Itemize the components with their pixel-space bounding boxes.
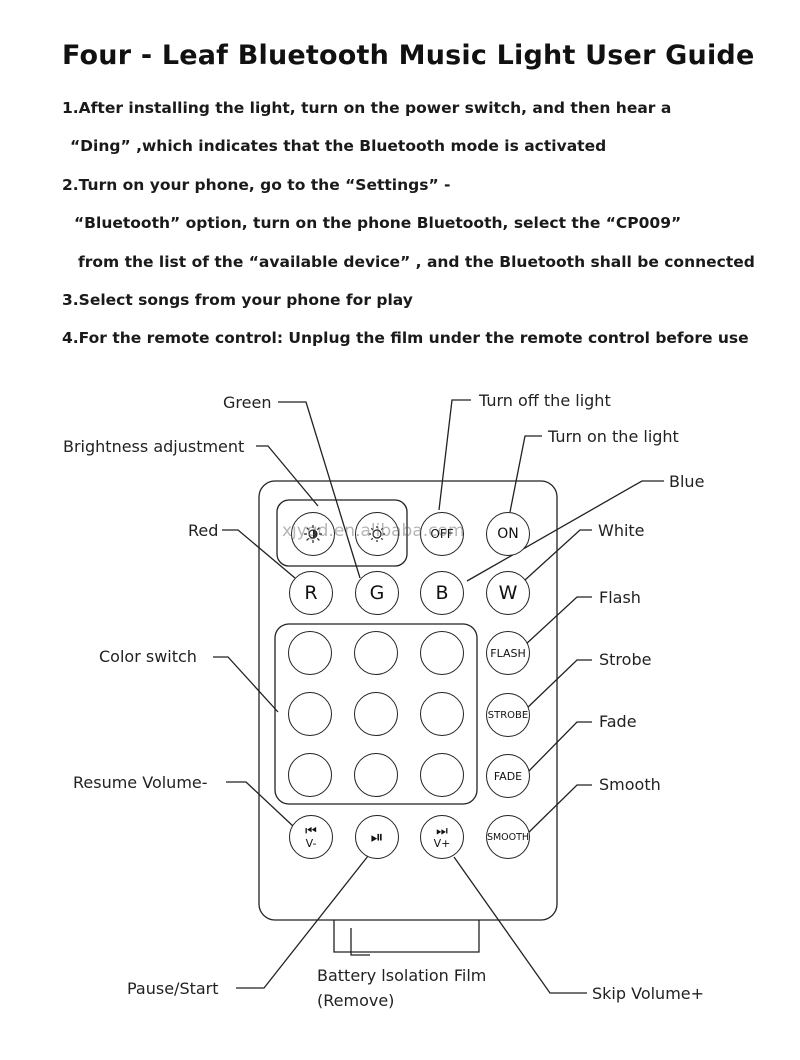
label-turn-on-light: Turn on the light <box>548 427 679 446</box>
label-color-switch: Color switch <box>99 647 197 666</box>
leader-strobe <box>524 659 592 711</box>
leader-fade <box>524 721 592 776</box>
play-pause-icon: ⏯ <box>370 827 384 846</box>
leader-red <box>222 529 296 579</box>
previous-icon: ⏮ <box>305 824 317 839</box>
step-3: 3.Select songs from your phone for play <box>62 291 413 309</box>
leader-resume-volume <box>226 781 295 828</box>
strobe-button[interactable]: STROBE <box>486 693 530 737</box>
sun-bright-icon <box>304 525 322 543</box>
blue-button[interactable]: B <box>420 571 464 615</box>
color-button[interactable] <box>288 692 332 736</box>
step-2-line-3: from the list of the “available device” … <box>78 253 755 271</box>
label-resume-volume: Resume Volume- <box>73 773 208 792</box>
label-white: White <box>598 521 645 540</box>
color-button[interactable] <box>420 753 464 797</box>
leader-color-switch <box>213 656 279 713</box>
color-button[interactable] <box>288 631 332 675</box>
smooth-button[interactable]: SMOOTH <box>486 815 530 859</box>
flash-button[interactable]: FLASH <box>486 631 530 675</box>
leader-battery-film <box>350 928 370 956</box>
next-volume-up-button[interactable]: ⏭ V+ <box>420 815 464 859</box>
sun-dim-icon <box>369 526 385 542</box>
leader-blue <box>466 480 664 582</box>
color-button[interactable] <box>420 692 464 736</box>
leader-flash <box>524 596 592 646</box>
brightness-group-outline <box>276 499 408 567</box>
color-switch-group-outline <box>274 623 478 805</box>
green-button[interactable]: G <box>355 571 399 615</box>
brightness-down-button[interactable] <box>355 512 399 556</box>
next-icon: ⏭ <box>436 824 448 839</box>
label-smooth: Smooth <box>599 775 661 794</box>
red-button[interactable]: R <box>289 571 333 615</box>
label-pause-start: Pause/Start <box>127 979 219 998</box>
step-4: 4.For the remote control: Unplug the fil… <box>62 329 749 347</box>
label-blue: Blue <box>669 472 705 491</box>
color-button[interactable] <box>354 753 398 797</box>
step-1-line-2: “Ding” ,which indicates that the Bluetoo… <box>70 137 607 155</box>
battery-film-tab <box>333 920 480 953</box>
leader-white <box>524 529 592 581</box>
step-2-line-2: “Bluetooth” option, turn on the phone Bl… <box>74 214 682 232</box>
color-button[interactable] <box>354 692 398 736</box>
label-green: Green <box>223 393 272 412</box>
color-button[interactable] <box>420 631 464 675</box>
label-strobe: Strobe <box>599 650 652 669</box>
leader-green <box>278 401 361 579</box>
remote-body-outline <box>258 480 558 921</box>
label-flash: Flash <box>599 588 641 607</box>
page-title: Four - Leaf Bluetooth Music Light User G… <box>62 40 755 71</box>
brightness-up-button[interactable] <box>291 512 335 556</box>
fade-button[interactable]: FADE <box>486 754 530 798</box>
step-1-line-1: 1.After installing the light, turn on th… <box>62 99 672 117</box>
leader-turn-on <box>509 435 542 513</box>
volume-up-text: V+ <box>433 837 451 850</box>
leader-skip-volume <box>453 856 587 994</box>
label-fade: Fade <box>599 712 637 731</box>
label-red: Red <box>188 521 219 540</box>
label-turn-off-light: Turn off the light <box>479 391 611 410</box>
label-brightness-adjustment: Brightness adjustment <box>63 437 245 456</box>
leader-smooth <box>524 784 592 837</box>
off-button[interactable]: OFF <box>420 512 464 556</box>
play-pause-button[interactable]: ⏯ <box>355 815 399 859</box>
leader-pause-start <box>236 855 369 989</box>
leader-brightness <box>256 445 319 507</box>
color-button[interactable] <box>354 631 398 675</box>
on-button[interactable]: ON <box>486 512 530 556</box>
label-battery-film: Battery lsolation Film <box>317 966 487 985</box>
step-2-line-1: 2.Turn on your phone, go to the “Setting… <box>62 176 451 194</box>
color-button[interactable] <box>288 753 332 797</box>
leader-turn-off <box>438 399 471 511</box>
label-battery-film-remove: (Remove) <box>317 991 395 1010</box>
previous-volume-down-button[interactable]: ⏮ V- <box>289 815 333 859</box>
white-button[interactable]: W <box>486 571 530 615</box>
label-skip-volume: Skip Volume+ <box>592 984 705 1003</box>
volume-down-text: V- <box>305 837 317 850</box>
